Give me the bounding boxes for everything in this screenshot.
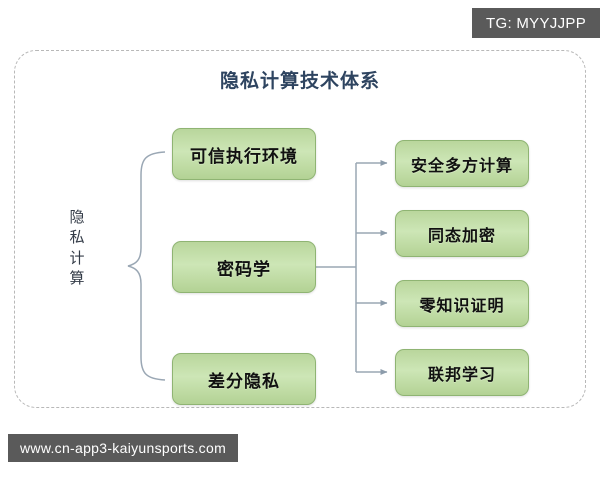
node-federated-learning[interactable]: 联邦学习	[395, 349, 529, 396]
node-secure-multiparty-computation[interactable]: 安全多方计算	[395, 140, 529, 187]
node-cryptography[interactable]: 密码学	[172, 241, 316, 293]
root-label-char-2: 私	[69, 229, 85, 247]
node-trusted-execution-environment[interactable]: 可信执行环境	[172, 128, 316, 180]
site-url-watermark: www.cn-app3-kaiyunsports.com	[8, 434, 239, 462]
node-zero-knowledge-proof[interactable]: 零知识证明	[395, 280, 529, 327]
root-label-char-3: 计	[69, 249, 85, 267]
root-node-label: 隐 私 计 算	[62, 208, 92, 290]
telegram-handle-badge: TG: MYYJJPP	[472, 8, 600, 38]
node-homomorphic-encryption[interactable]: 同态加密	[395, 210, 529, 257]
node-differential-privacy[interactable]: 差分隐私	[172, 353, 316, 405]
root-label-char-1: 隐	[69, 209, 85, 226]
diagram-title: 隐私计算技术体系	[219, 71, 380, 92]
root-label-char-4: 算	[69, 270, 85, 288]
